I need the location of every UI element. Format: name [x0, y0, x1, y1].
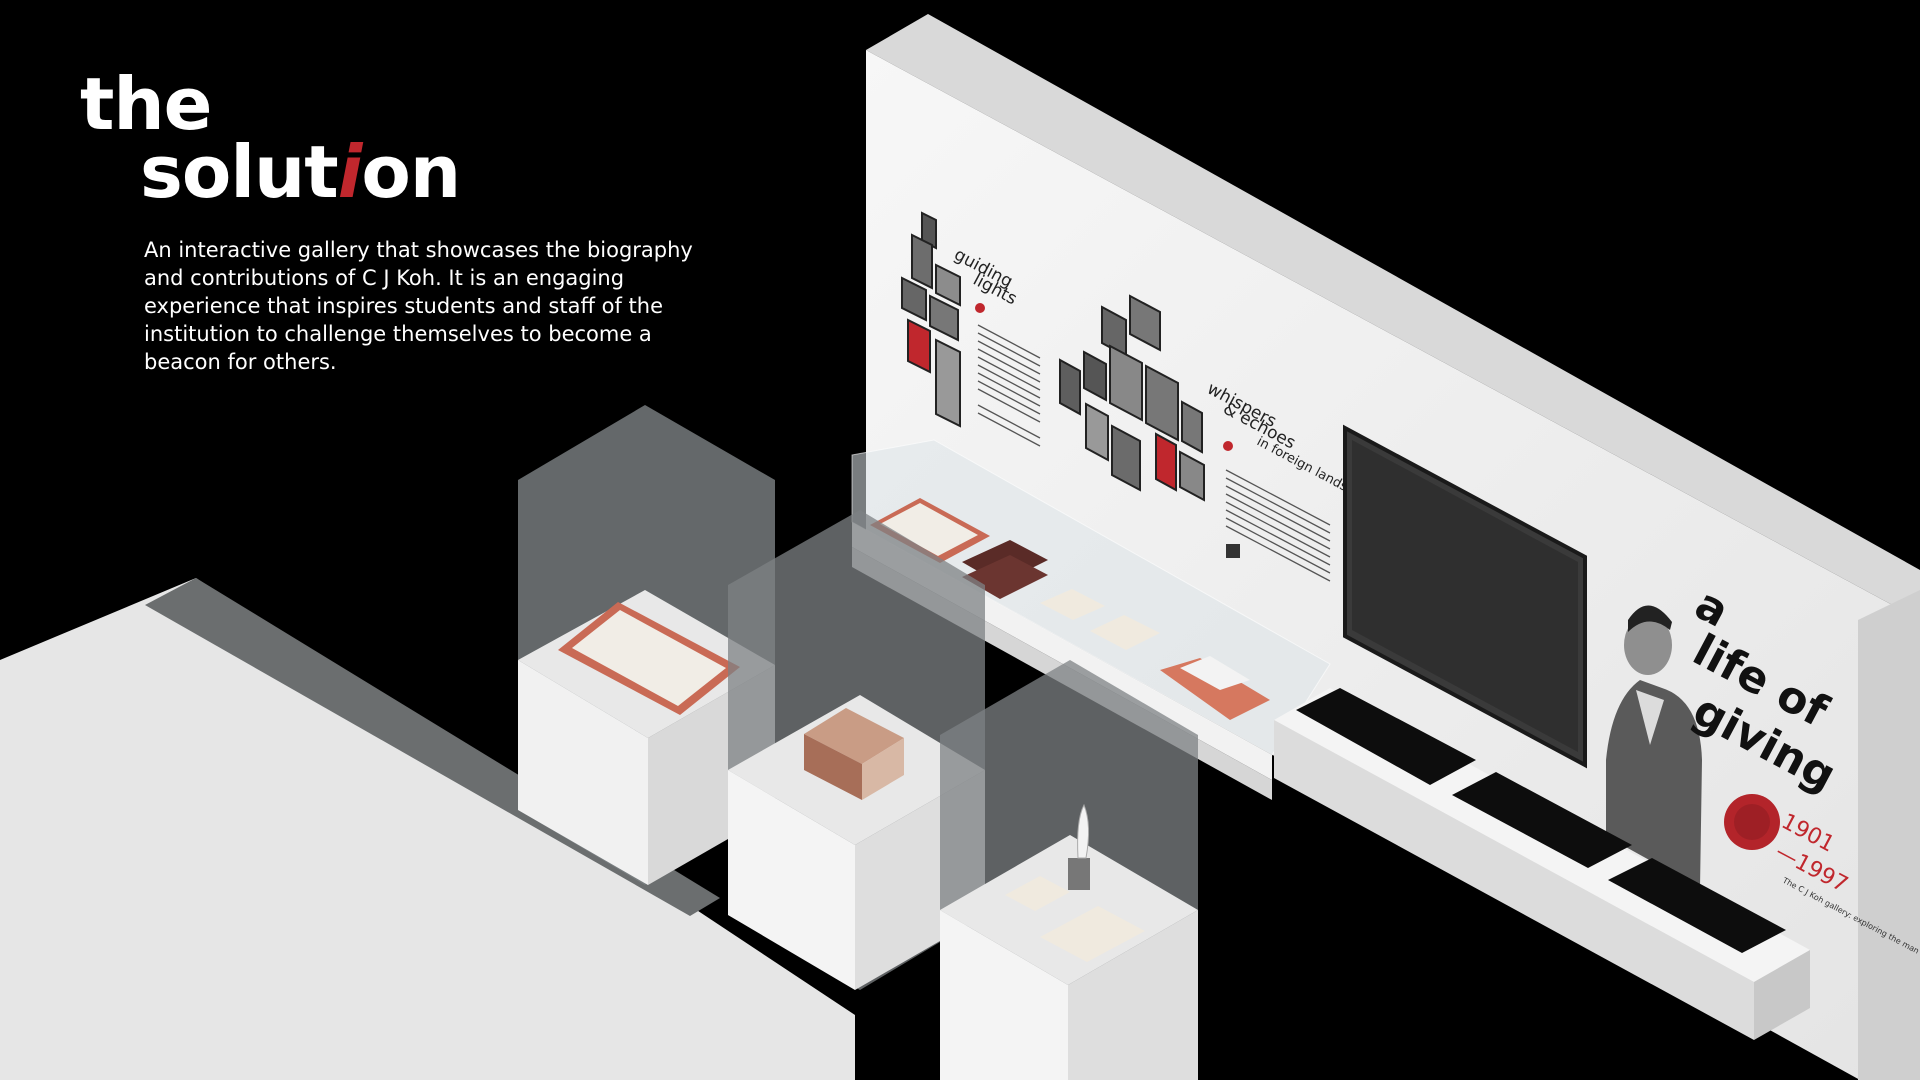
- shelf-artifacts: [870, 498, 1270, 720]
- bench: [1274, 688, 1810, 1040]
- text-lines: [1225, 469, 1331, 582]
- qr-code-icon: [1226, 544, 1240, 558]
- wax-seal-icon: [1724, 794, 1780, 850]
- heading-line2-start: solut: [140, 130, 339, 214]
- text-lines: [977, 324, 1041, 447]
- red-dot-icon: [1223, 441, 1233, 451]
- display-screen: [1343, 424, 1587, 769]
- heading-accent-letter: i: [337, 130, 363, 214]
- heading: the solution: [80, 62, 461, 208]
- description-paragraph: An interactive gallery that showcases th…: [144, 238, 693, 374]
- portrait: [1606, 605, 1702, 888]
- pedestal-1: [518, 405, 775, 885]
- heading-line2: solution: [140, 136, 461, 208]
- heading-line2-end: on: [361, 130, 461, 214]
- pedestal-3: [940, 660, 1198, 1080]
- red-dot-icon: [975, 303, 985, 313]
- photo-cluster-guiding-lights: [901, 211, 961, 428]
- photo-cluster-whispers: [1059, 294, 1205, 502]
- heading-line1: the: [80, 62, 213, 146]
